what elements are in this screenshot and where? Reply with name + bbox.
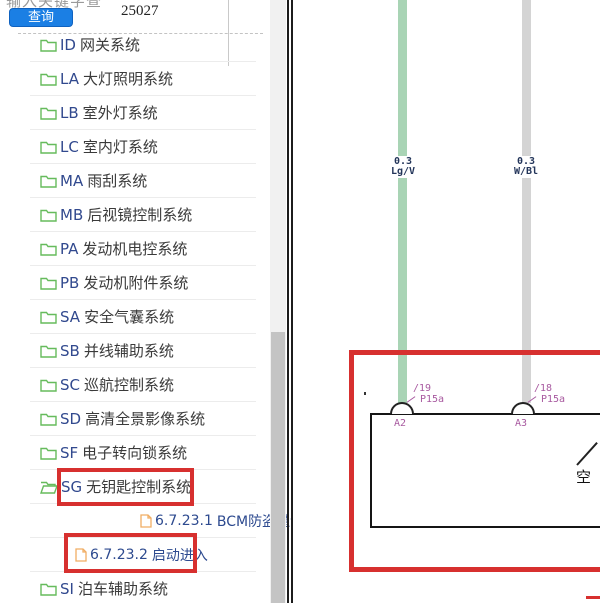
doc-number: 25027	[121, 3, 159, 19]
sidebar-item-lb[interactable]: LB 室外灯系统	[30, 96, 256, 130]
wire-wbl	[522, 0, 531, 403]
folder-icon	[40, 276, 57, 290]
item-code: 6.7.23.1	[155, 512, 213, 529]
item-code: ID	[60, 35, 76, 54]
folder-icon	[40, 446, 57, 460]
folder-icon	[40, 242, 57, 256]
item-code: LC	[60, 137, 79, 156]
folder-icon	[40, 106, 57, 120]
wire-label-wbl: 0.3 W/Bl	[502, 156, 550, 178]
item-code: PB	[60, 273, 80, 292]
item-code: MA	[60, 171, 84, 190]
component-box	[370, 413, 600, 528]
item-code: LA	[60, 69, 79, 88]
sidebar-item-lc[interactable]: LC 室内灯系统	[30, 130, 256, 164]
sidebar-item-la[interactable]: LA 大灯照明系统	[30, 62, 256, 96]
connector-path-label: /19	[413, 383, 432, 394]
item-code: LB	[60, 103, 79, 122]
pin-label-a2: A2	[394, 418, 407, 429]
item-name: 室内灯系统	[82, 138, 158, 156]
folder-icon	[40, 174, 57, 188]
sidebar-item-pa[interactable]: PA 发动机电控系统	[30, 232, 256, 266]
folder-icon	[40, 378, 57, 392]
search-input[interactable]: 输入关键字查	[6, 0, 118, 10]
item-name: 无钥匙控制系统	[86, 478, 192, 496]
item-code: SB	[60, 341, 80, 360]
folder-icon	[40, 582, 57, 596]
item-code: PA	[60, 239, 79, 258]
sidebar-item-pb[interactable]: PB 发动机附件系统	[30, 266, 256, 300]
item-name: 网关系统	[79, 36, 140, 54]
wire-lgv	[398, 0, 407, 403]
folder-icon	[40, 38, 57, 52]
item-code: SI	[60, 579, 74, 598]
sidebar-item-6-7-23-2[interactable]: 6.7.23.2 启动进入	[30, 538, 256, 572]
item-name: 安全气囊系统	[84, 308, 175, 326]
connector-name-label: P15a	[420, 394, 445, 405]
sidebar-item-id[interactable]: ID 网关系统	[30, 28, 256, 62]
folder-icon	[40, 140, 57, 154]
folder-open-icon	[40, 480, 58, 494]
search-placeholder: 输入关键字查	[6, 0, 103, 10]
item-name: 发动机电控系统	[82, 240, 188, 258]
sidebar-item-ma[interactable]: MA 雨刮系统	[30, 164, 256, 198]
item-name: 高清全景影像系统	[85, 410, 206, 428]
item-name: 巡航控制系统	[84, 376, 175, 394]
file-icon	[75, 547, 87, 562]
connector-path-label: /18	[534, 383, 553, 394]
pin-label-a3: A3	[515, 418, 528, 429]
item-code: SA	[60, 307, 81, 326]
wire-label-lgv: 0.3 Lg/V	[379, 156, 427, 178]
highlight-box-diagram	[349, 350, 600, 572]
sidebar-item-sc[interactable]: SC 巡航控制系统	[30, 368, 256, 402]
item-name: 大灯照明系统	[82, 70, 173, 88]
sidebar-item-si[interactable]: SI 泊车辅助系统	[30, 572, 256, 603]
component-partial-text: 空	[576, 468, 592, 486]
wiring-diagram: 0.3 Lg/V 0.3 W/Bl /19 P15a /18 P15a A2 A…	[293, 0, 600, 603]
item-name: 发动机附件系统	[83, 274, 189, 292]
dashed-separator	[18, 33, 263, 34]
item-name: 电子转向锁系统	[82, 444, 188, 462]
pane-divider	[287, 0, 289, 603]
item-code: SC	[60, 375, 80, 394]
item-code: MB	[60, 205, 84, 224]
sidebar-item-mb[interactable]: MB 后视镜控制系统	[30, 198, 256, 232]
stray-dot	[364, 392, 366, 395]
scrollbar-track[interactable]	[270, 0, 286, 603]
sidebar-item-6-7-23-1[interactable]: 6.7.23.1 BCM防盗通讯	[30, 504, 304, 538]
item-code: SG	[61, 477, 83, 496]
item-name: 室外灯系统	[82, 104, 158, 122]
folder-icon	[40, 344, 57, 358]
folder-icon	[40, 412, 57, 426]
folder-icon	[40, 310, 57, 324]
pane-divider	[291, 0, 293, 603]
item-name: 泊车辅助系统	[77, 580, 168, 598]
search-button[interactable]: 查询	[9, 8, 73, 27]
sidebar-item-sd[interactable]: SD 高清全景影像系统	[30, 402, 256, 436]
folder-icon	[40, 72, 57, 86]
doc-number-top-clipped: AF1.55	[121, 0, 181, 4]
sidebar-item-sf[interactable]: SF 电子转向锁系统	[30, 436, 256, 470]
connector-name-label: P15a	[541, 394, 566, 405]
item-name: 并线辅助系统	[83, 342, 174, 360]
item-name: 后视镜控制系统	[87, 206, 193, 224]
item-code: SD	[60, 409, 82, 428]
system-tree: ID 网关系统 LA 大灯照明系统 LB 室外灯系统 LC 室内灯系统 MA 雨…	[0, 28, 304, 603]
red-annotation-fragment	[586, 596, 600, 599]
folder-icon	[40, 208, 57, 222]
item-name: 雨刮系统	[87, 172, 148, 190]
sidebar-item-sb[interactable]: SB 并线辅助系统	[30, 334, 256, 368]
item-code: SF	[60, 443, 79, 462]
file-icon	[140, 513, 152, 528]
sidebar-item-sg[interactable]: SG 无钥匙控制系统	[30, 470, 256, 504]
item-code: 6.7.23.2	[90, 546, 148, 563]
item-name: 启动进入	[151, 547, 208, 564]
sidebar-item-sa[interactable]: SA 安全气囊系统	[30, 300, 256, 334]
scrollbar-thumb[interactable]	[271, 332, 285, 603]
